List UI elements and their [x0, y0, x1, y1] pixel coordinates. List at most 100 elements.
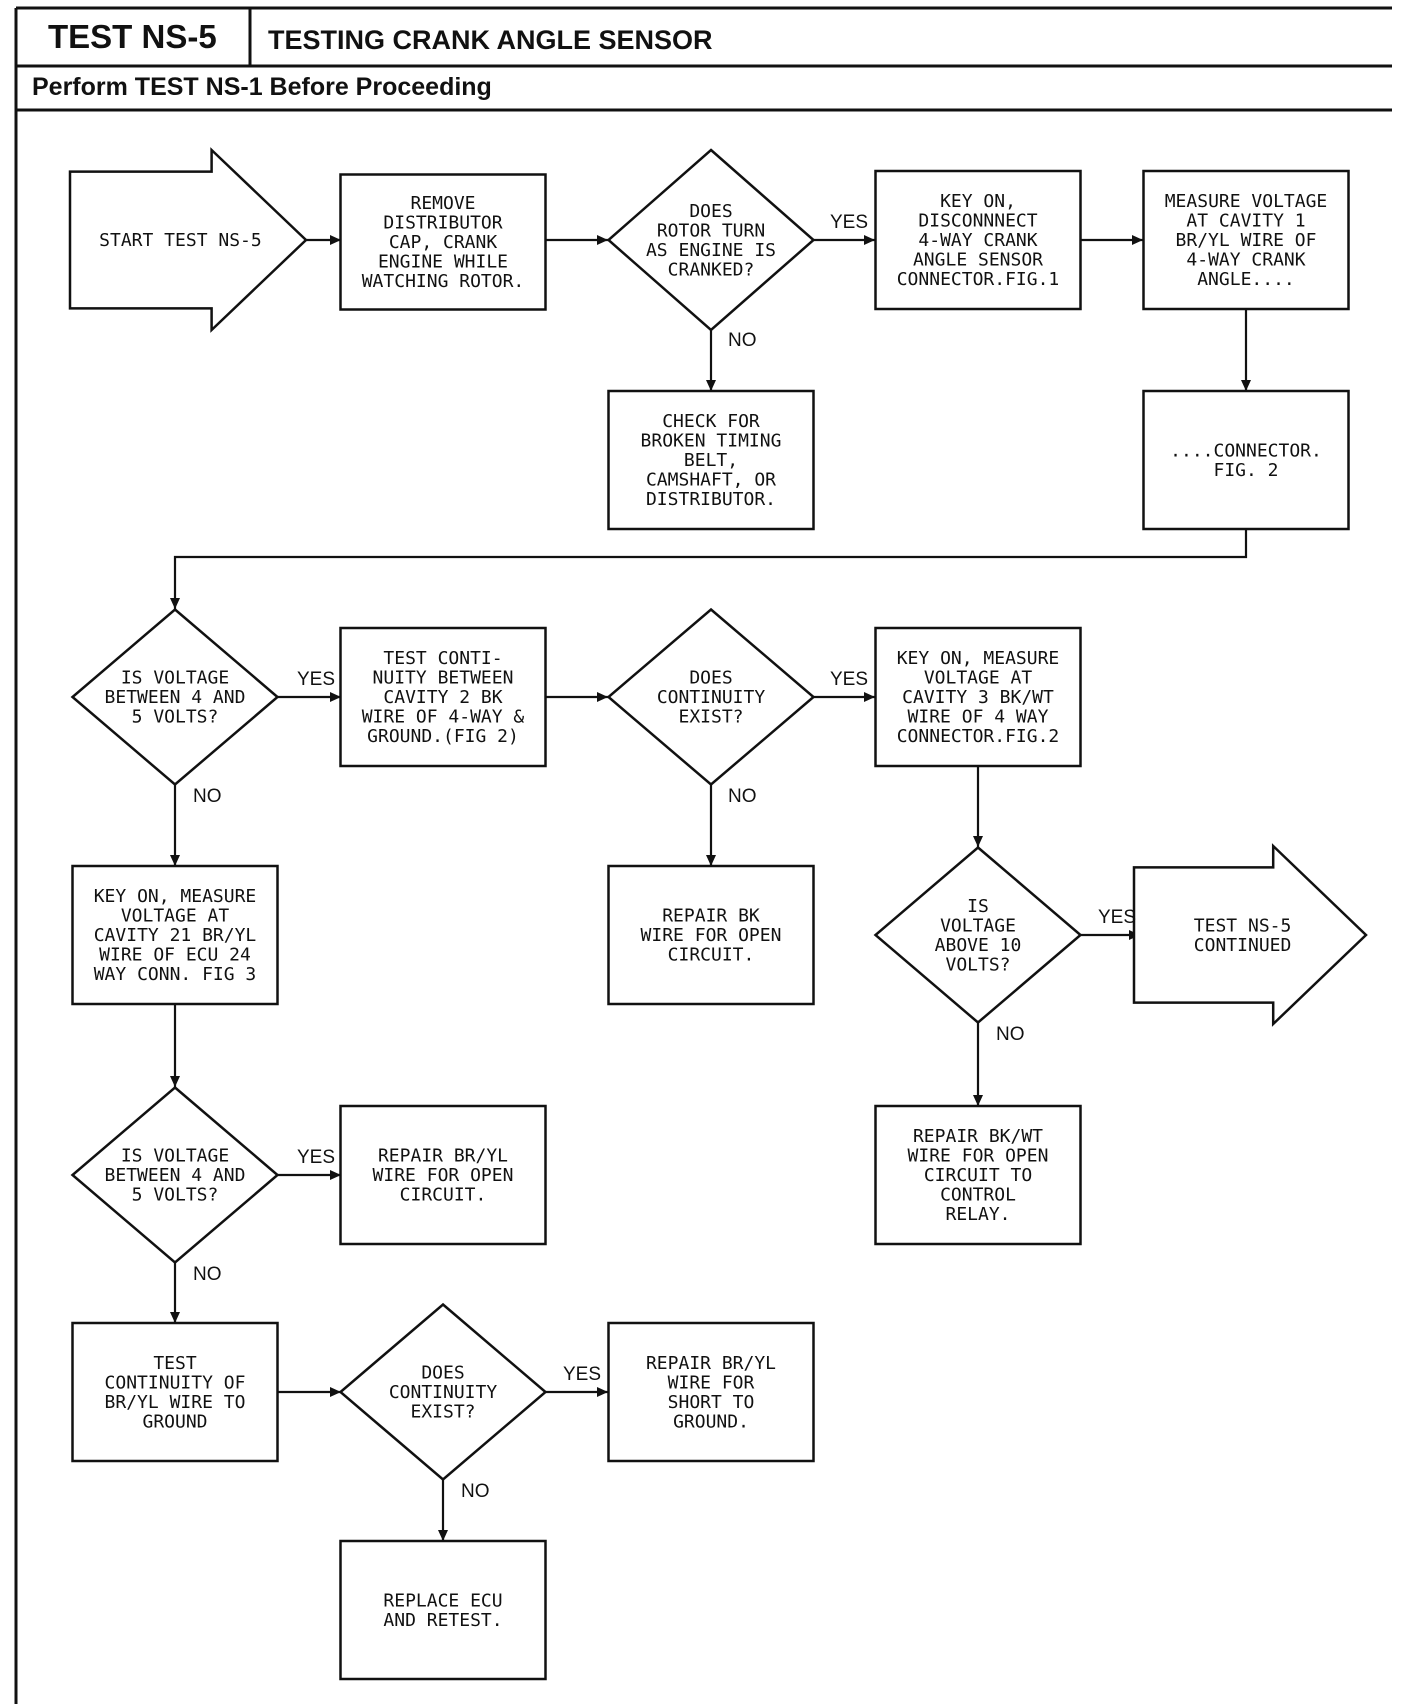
arrowhead [330, 692, 341, 702]
node-text-line: KEY ON, MEASURE [897, 648, 1060, 669]
arrowhead [973, 836, 983, 847]
arrowhead [170, 1076, 180, 1087]
node-text-line: BROKEN TIMING [641, 431, 782, 452]
edge-label-no: NO [193, 1264, 222, 1285]
node-text: START TEST NS-5 [99, 230, 262, 251]
node-text-line: TEST NS-5 [1194, 915, 1292, 936]
arrowhead [597, 692, 608, 702]
test-title: TESTING CRANK ANGLE SENSOR [268, 25, 713, 55]
node-text-line: BR/YL WIRE OF [1176, 230, 1317, 251]
node-text-line: CHECK FOR [662, 411, 760, 432]
node-text-line: GROUND. [673, 1411, 749, 1432]
arrow-shape [68, 147, 308, 333]
decision-diamond [70, 607, 280, 787]
connector-measure-cav3-to-volt-above-10 [973, 766, 983, 847]
connector-cont-exist-b-to-repair-bryl-short [546, 1387, 608, 1397]
connector-test-bryl-ground-to-cont-exist-b [278, 1387, 341, 1397]
arrowhead [330, 235, 341, 245]
connector-connector-fig2-to-volt-4-5-a [170, 529, 1248, 609]
node-text-line: DOES [421, 1363, 464, 1384]
arrowhead [1241, 380, 1251, 391]
node-text-line: 4-WAY CRANK [1186, 250, 1305, 271]
node-text-line: KEY ON, MEASURE [94, 886, 257, 907]
node-text-line: DOES [689, 201, 732, 222]
node-text-line: 4-WAY CRANK [918, 230, 1037, 251]
node-text-line: WIRE FOR [668, 1372, 755, 1393]
connector-volt-4-5-a-to-test-cav2 [278, 692, 341, 702]
node-text-line: WIRE OF 4-WAY & [362, 707, 525, 728]
process-box [874, 169, 1082, 311]
node-text-line: BELT, [684, 450, 738, 471]
process-box [71, 864, 279, 1006]
connector-volt-above-10-to-repair-bkwt [973, 1023, 983, 1106]
node-text-line: BR/YL WIRE TO [105, 1392, 246, 1413]
process-box [874, 626, 1082, 768]
page-frame [14, 6, 1392, 1704]
node-text-line: CRANKED? [668, 259, 755, 280]
decision-diamond [70, 1085, 280, 1265]
node-text-line: VOLTAGE AT [924, 668, 1033, 689]
node-text-line: NUITY BETWEEN [373, 668, 514, 689]
node-text-line: REPLACE ECU [383, 1590, 502, 1611]
decision-diamond [606, 607, 816, 787]
arrowhead [597, 235, 608, 245]
arrowhead [170, 1312, 180, 1323]
node-text-line: 5 VOLTS? [132, 1185, 219, 1206]
edge-label-yes: YES [297, 1147, 335, 1168]
prerequisite-note: Perform TEST NS-1 Before Proceeding [32, 73, 492, 101]
connector-cont-exist-b-to-replace-ecu [438, 1480, 448, 1541]
node-start: START TEST NS-5 [68, 147, 308, 333]
decision-diamond [873, 845, 1083, 1025]
node-text-line: CAVITY 2 BK [383, 687, 502, 708]
node-text-line: BETWEEN 4 AND [105, 1165, 246, 1186]
edge-label-yes: YES [830, 669, 868, 690]
node-text-line: AS ENGINE IS [646, 240, 776, 261]
process-box [874, 1104, 1082, 1246]
connector-rotor-turn-to-disconnect [813, 235, 875, 245]
node-text-line: WIRE OF ECU 24 [99, 945, 251, 966]
node-text: ....CONNECTOR.FIG. 2 [1170, 440, 1322, 481]
arrowhead [973, 1095, 983, 1106]
node-text-line: CONNECTOR.FIG.2 [897, 726, 1060, 747]
node-text-line: SHORT TO [668, 1392, 755, 1413]
connector-measure-cav21-to-volt-4-5-b [170, 1004, 180, 1087]
connector-volt-4-5-b-to-repair-bryl-open [278, 1170, 341, 1180]
process-box [71, 1321, 279, 1463]
node-text-line: REMOVE [410, 193, 475, 214]
arrowhead [1132, 235, 1143, 245]
node-text-line: REPAIR BR/YL [646, 1353, 776, 1374]
node-text-line: REPAIR BK/WT [913, 1126, 1043, 1147]
node-text-line: CONTINUITY [389, 1382, 498, 1403]
arrow-shape [1132, 843, 1368, 1027]
node-text-line: ....CONNECTOR. [1170, 440, 1322, 461]
edge-label-yes: YES [563, 1364, 601, 1385]
process-box [339, 173, 547, 311]
node-text-line: CIRCUIT TO [924, 1165, 1032, 1186]
node-text-line: CONTINUITY [657, 687, 766, 708]
edge-label-no: NO [461, 1481, 490, 1502]
node-text-line: WATCHING ROTOR. [362, 271, 525, 292]
page-header: TEST NS-5 TESTING CRANK ANGLE SENSOR Per… [0, 0, 1408, 112]
process-box [339, 626, 547, 768]
connector-volt-4-5-a-to-measure-cav21 [170, 785, 180, 866]
